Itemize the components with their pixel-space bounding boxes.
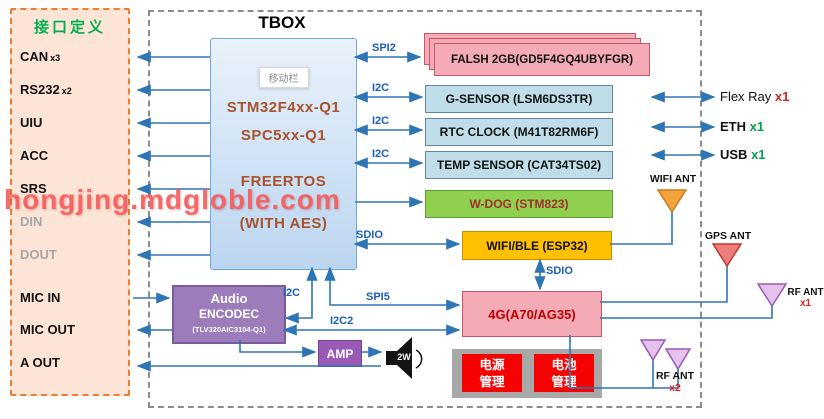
battery-mgmt-label: 电池管理 <box>551 358 577 389</box>
interface-label: CAN <box>20 49 49 64</box>
interface-label: DOUT <box>20 247 57 262</box>
flash-block: FALSH 2GB(GD5F4GQ4UBYFGR) <box>434 43 650 76</box>
interface-label: MIC IN <box>20 290 61 305</box>
interface-panel-title: 接口定义 <box>33 19 106 36</box>
watermark-text: hongjing.mdgloble.com <box>4 184 341 215</box>
power-mgmt-label: 电源管理 <box>479 358 505 389</box>
mcu-aes-label: (WITH AES) <box>239 215 328 232</box>
bus-label-i2c-audio: I2C <box>283 287 301 299</box>
rf-ant-count: x2 <box>669 382 681 394</box>
mcu-model-spc5: SPC5xx-Q1 <box>240 127 327 144</box>
battery-mgmt-block: 电池管理 <box>534 354 594 392</box>
interface-label: DIN <box>20 214 43 229</box>
temp-sensor-block: TEMP SENSOR (CAT34TS02) <box>425 151 613 179</box>
interface-item-din: DIN <box>20 213 122 231</box>
gsensor-block: G-SENSOR (LSM6DS3TR) <box>425 85 613 113</box>
audio-label: Audio <box>210 291 248 306</box>
mcu-os-label: FREERTOS <box>240 173 327 190</box>
flexray-name: Flex Ray <box>720 89 772 104</box>
audio-part-number: (TLV320AIC3104-Q1) <box>192 325 266 334</box>
gps-ant-label: GPS ANT <box>704 230 752 242</box>
interface-label: RS232 <box>20 82 60 97</box>
audio-codec-label: ENCODEC <box>198 307 259 321</box>
mcu-model-stm32: STM32F4xx-Q1 <box>226 99 341 116</box>
bus-label-i2c-temp: I2C <box>372 148 390 160</box>
bus-label-i2c-rtc: I2C <box>372 115 390 127</box>
eth-label: ETH x1 <box>720 119 764 134</box>
interface-label: MIC OUT <box>20 322 75 337</box>
rtc-block: RTC CLOCK (M41T82RM6F) <box>425 118 613 146</box>
power-mgmt-block: 电源管理 <box>462 354 522 392</box>
tbox-title: TBOX <box>258 13 306 32</box>
eth-name: ETH <box>720 119 746 134</box>
speaker-power-label: 2W <box>397 352 411 362</box>
bus-label-spi2: SPI2 <box>372 42 396 54</box>
tbox-boundary <box>148 10 702 408</box>
interface-count: x2 <box>61 86 72 96</box>
rf-ant-name: RF ANT <box>787 287 824 298</box>
wifi-ble-block: WIFI/BLE (ESP32) <box>462 231 612 260</box>
interface-item-uiu: UIU <box>20 114 122 132</box>
watchdog-block: W-DOG (STM823) <box>425 190 613 218</box>
usb-name: USB <box>720 147 748 162</box>
interface-count: x3 <box>50 53 61 63</box>
rf-antenna-x1-icon <box>756 283 788 308</box>
wifi-ant-label: WIFI ANT <box>649 173 697 185</box>
mobile-bar-chip: 移动栏 <box>258 67 309 88</box>
interface-item-a-out: A OUT <box>20 354 122 372</box>
interface-item-acc: ACC <box>20 147 122 165</box>
bus-label-sdio-wifi: SDIO <box>356 229 383 241</box>
modem-4g-block: 4G(A70/AG35) <box>462 291 602 337</box>
rf-ant-name: RF ANT <box>655 370 695 382</box>
interface-item-mic-in: MIC IN <box>20 289 122 307</box>
usb-label: USB x1 <box>720 147 766 162</box>
interface-item-dout: DOUT <box>20 246 122 264</box>
interface-item-srs: SRS <box>20 180 122 198</box>
mcu-block: 移动栏 STM32F4xx-Q1 SPC5xx-Q1 FREERTOS (WIT… <box>210 38 357 270</box>
audio-codec-block: Audio ENCODEC (TLV320AIC3104-Q1) <box>172 285 286 344</box>
bus-label-i2c2: I2C2 <box>330 315 354 327</box>
bus-label-sdio-4g: SDIO <box>546 265 573 277</box>
flexray-count: x1 <box>774 89 790 104</box>
usb-count: x1 <box>751 147 766 162</box>
amp-block: AMP <box>318 340 362 367</box>
gps-antenna-icon <box>711 243 743 268</box>
interface-label: A OUT <box>20 355 60 370</box>
interface-label: SRS <box>20 181 47 196</box>
interface-label: ACC <box>20 148 49 163</box>
flexray-label: Flex Ray x1 <box>720 89 789 104</box>
bus-label-spi5: SPI5 <box>366 291 390 303</box>
interface-panel <box>10 8 130 396</box>
interface-label: UIU <box>20 115 43 130</box>
interface-item-mic-out: MIC OUT <box>20 321 122 339</box>
rf-ant-count: x1 <box>799 298 812 309</box>
bus-label-i2c-gsensor: I2C <box>372 82 390 94</box>
eth-count: x1 <box>749 119 765 134</box>
